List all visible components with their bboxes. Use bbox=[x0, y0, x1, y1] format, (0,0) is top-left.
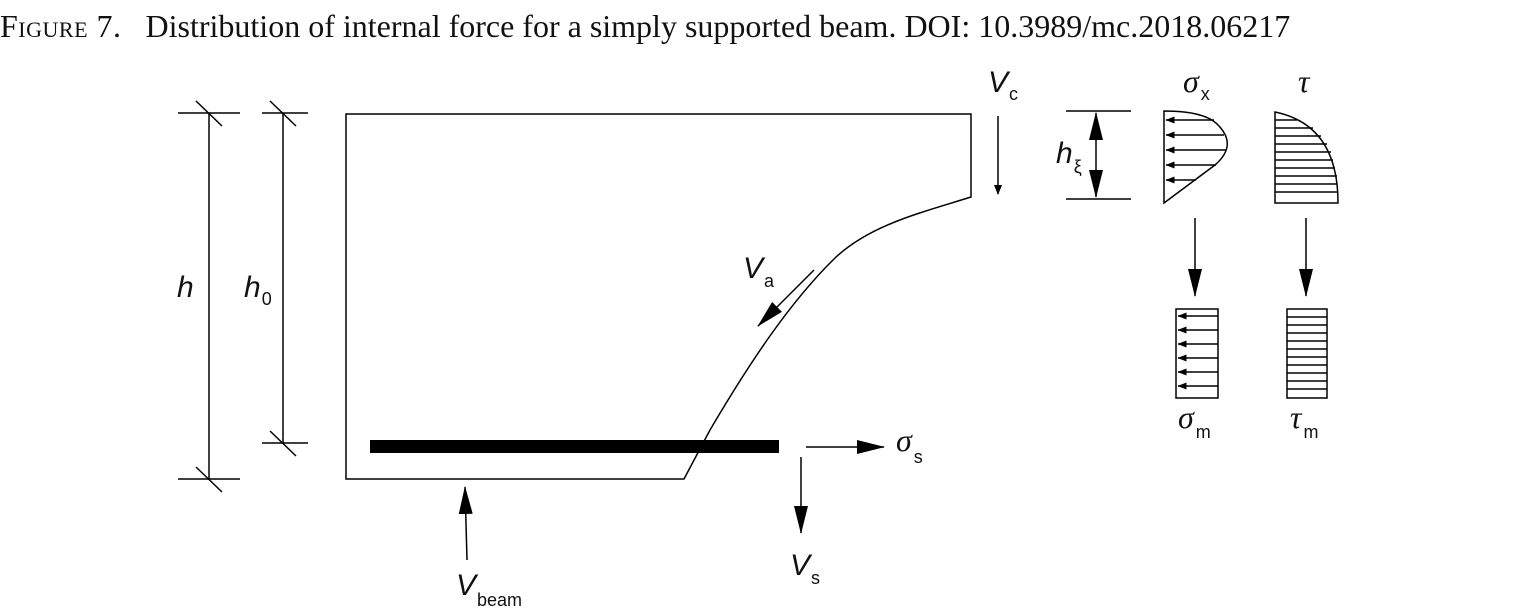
label-h: h bbox=[177, 271, 194, 304]
force-vs: Vs bbox=[790, 457, 820, 588]
label-tau: τ bbox=[1298, 63, 1311, 99]
beam-outline bbox=[345, 113, 972, 480]
figure-caption: Figure 7. Distribution of internal force… bbox=[0, 8, 1520, 45]
dimension-h: h bbox=[177, 100, 240, 493]
label-vs: Vs bbox=[790, 549, 820, 588]
dimension-h-xi: hξ bbox=[1056, 110, 1131, 200]
force-va: Va bbox=[743, 252, 815, 327]
label-vc: Vc bbox=[988, 66, 1018, 104]
dimension-h0: h0 bbox=[244, 100, 308, 457]
label-vbeam: Vbeam bbox=[456, 569, 522, 610]
figure-label: Figure 7. bbox=[0, 8, 122, 44]
label-va: Va bbox=[743, 252, 775, 291]
label-h0: h0 bbox=[244, 271, 272, 309]
label-h-xi: hξ bbox=[1056, 137, 1082, 177]
caption-text: Distribution of internal force for a sim… bbox=[145, 8, 1291, 44]
tau-distribution: τ bbox=[1274, 63, 1339, 204]
force-vbeam: Vbeam bbox=[456, 486, 522, 610]
force-vc: Vc bbox=[988, 66, 1018, 195]
reinforcement-bar bbox=[370, 440, 779, 453]
